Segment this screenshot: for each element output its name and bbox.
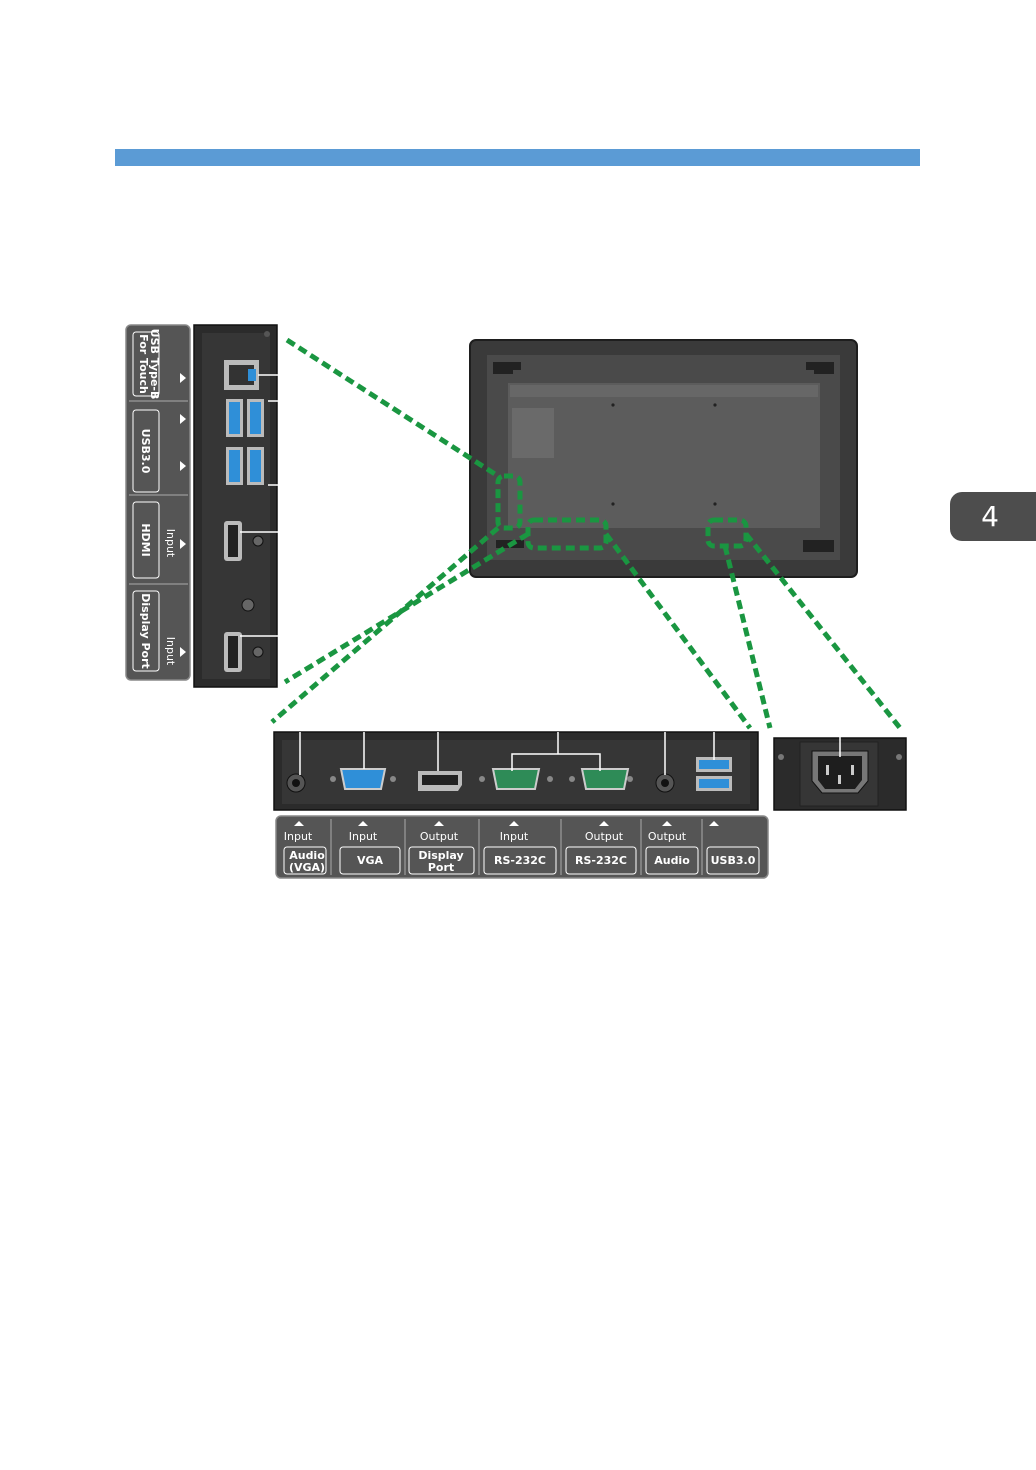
port-label-top: Input [349, 830, 378, 843]
power-inlet-panel [774, 732, 906, 810]
rs232c-in-port-icon [493, 769, 539, 789]
port-label-main: Audio [654, 854, 690, 867]
side-label-for-touch: For Touch [137, 334, 150, 394]
port-label-sub: (VGA) [289, 861, 325, 874]
port-label-top: Input [500, 830, 529, 843]
usb-typeb-port-icon [224, 360, 259, 390]
bottom-connector-panel [274, 732, 758, 810]
side-label-usb3: USB3.0 [139, 429, 152, 474]
side-label-displayport-input: Input [164, 637, 177, 666]
port-label-main: USB3.0 [711, 854, 756, 867]
side-label-hdmi-input: Input [164, 529, 177, 558]
rs232c-out-port-icon [582, 769, 628, 789]
port-label-top: Output [585, 830, 624, 843]
bottom-label-panel [276, 816, 768, 878]
port-label-main: VGA [357, 854, 384, 867]
side-connector-panel [194, 325, 300, 687]
port-label-top: Output [648, 830, 687, 843]
port-label-top: Input [284, 830, 313, 843]
port-label-sub: Port [428, 861, 454, 874]
port-label-main: RS-232C [494, 854, 546, 867]
side-label-hdmi: HDMI [139, 523, 152, 556]
port-label-top: Output [420, 830, 459, 843]
side-label-displayport: Display Port [139, 593, 152, 668]
port-label-main: RS-232C [575, 854, 627, 867]
vga-port-icon [341, 769, 385, 789]
